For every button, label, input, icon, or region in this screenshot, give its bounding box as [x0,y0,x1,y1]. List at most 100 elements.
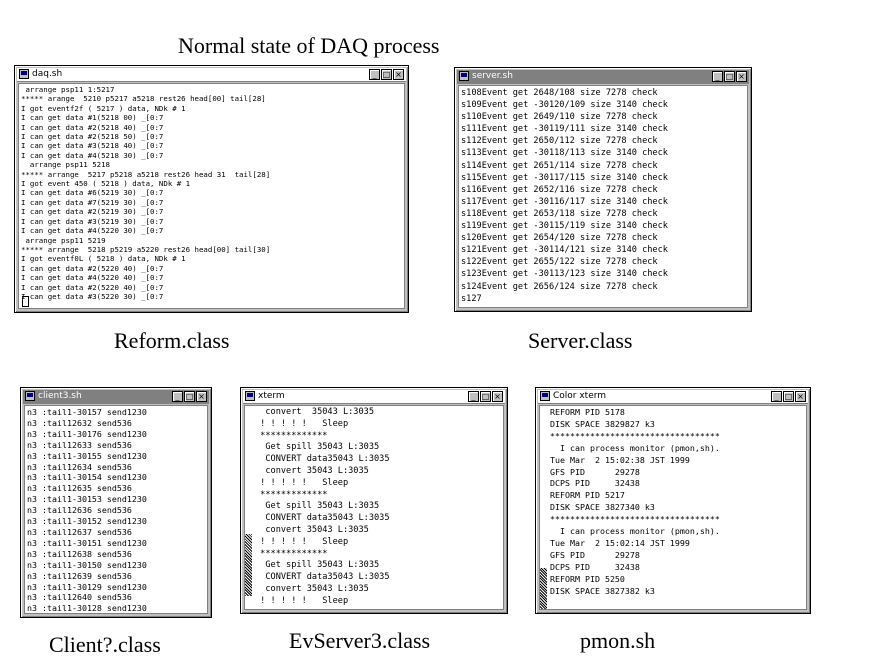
terminal-output: convert 35043 L:3035 ! ! ! ! ! Sleep ***… [245,406,503,609]
xterm-window[interactable]: xterm _ □ × convert 35043 L:3035 ! ! ! !… [240,387,508,614]
terminal-line: n3 :tail12633 send536 [27,439,132,450]
xterm-titlebar[interactable]: xterm _ □ × [243,390,505,404]
terminal-line: n3 :tail1-30155 send1230 [27,450,147,461]
server-window[interactable]: server.sh _ □ × s108Event get 2648/108 s… [454,67,752,312]
color-xterm-titlebar[interactable]: Color xterm _ □ × [538,390,808,404]
terminal-icon [19,69,29,79]
minimize-button[interactable]: _ [369,69,380,80]
caption-server: Server.class [528,328,633,353]
terminal-line: s123Event get -30113/123 size 3140 check [461,269,668,280]
terminal-line: arrange psp11 5219 [21,235,106,245]
caption-reform: Reform.class [114,328,230,353]
terminal-line: convert 35043 L:3035 [255,583,369,594]
terminal-line: ! ! ! ! ! Sleep [255,595,349,606]
maximize-button[interactable]: □ [783,391,794,402]
terminal-line: I can get data #1(5218 00) _[0:7 [21,113,164,123]
server-terminal[interactable]: s108Event get 2648/108 size 7278 check s1… [458,85,748,308]
server-titlebar[interactable]: server.sh _ □ × [457,70,749,84]
close-button[interactable]: × [736,71,747,82]
xterm-terminal[interactable]: convert 35043 L:3035 ! ! ! ! ! Sleep ***… [244,405,504,610]
terminal-line: I can get data #4(5220 40) _[0:7 [21,273,164,283]
close-button[interactable]: × [196,391,207,402]
daq-window[interactable]: daq.sh _ □ × arrange psp11 1:5217***** a… [14,65,409,313]
terminal-line: s108Event get 2648/108 size 7278 check [461,88,658,98]
terminal-line: s113Event get -30118/113 size 3140 check [461,148,668,159]
terminal-line: I got eventf0L ( 5218 ) data, NDk # 1 [21,254,186,264]
close-button[interactable]: × [795,391,806,402]
minimize-button[interactable]: _ [172,391,183,402]
window-title: server.sh [472,71,513,81]
terminal-icon [25,391,35,401]
terminal-line: I can process monitor (pmon,sh). [550,526,720,537]
terminal-line: I can process monitor (pmon,sh). [550,442,720,453]
terminal-line: convert 35043 L:3035 [255,465,369,476]
maximize-button[interactable]: □ [724,71,735,82]
maximize-button[interactable]: □ [381,69,392,80]
terminal-line: ! ! ! ! ! Sleep [255,536,349,547]
minimize-button[interactable]: _ [468,391,479,402]
terminal-line: n3 :tail12638 send536 [27,548,132,559]
window-title: daq.sh [32,69,63,79]
terminal-line: s118Event get 2653/118 size 7278 check [461,208,658,219]
terminal-line: I can get data #3(5219 30) _[0:7 [21,216,164,226]
terminal-line: convert 35043 L:3035 [255,524,369,535]
terminal-line: DCPS PID 32438 [550,478,640,489]
terminal-line: convert 35043 L:3035 [255,407,374,417]
terminal-line: ! ! ! ! ! Sleep [255,418,349,429]
terminal-line: ************* [255,430,328,441]
terminal-line: s110Event get 2649/110 size 7278 check [461,112,658,123]
scrollbar-thumb[interactable] [540,568,547,609]
terminal-line: I can get data #4(5218 30) _[0:7 [21,150,164,160]
terminal-line: DISK SPACE 3827340 k3 [550,502,655,513]
caption-evserver: EvServer3.class [289,628,431,653]
terminal-line: REFORM PID 5217 [550,490,625,501]
terminal-line: n3 :tail1-30129 send1230 [27,581,147,592]
terminal-icon [540,391,550,401]
terminal-line: s111Event get -30119/111 size 3140 check [461,124,668,135]
terminal-line: n3 :tail12635 send536 [27,483,132,494]
terminal-line: n3 :tail12640 send536 [27,592,132,603]
terminal-line: s109Event get -30120/109 size 3140 check [461,100,668,111]
page-title: Normal state of DAQ process [178,33,440,58]
terminal-line: CONVERT data35043 L:3035 [255,454,390,465]
terminal-line: ************* [255,489,328,500]
close-button[interactable]: × [393,69,404,80]
terminal-line: s121Event get -30114/121 size 3140 check [461,245,668,256]
terminal-line: n3 :tail12637 send536 [27,526,132,537]
client-titlebar[interactable]: client3.sh _ □ × [23,390,209,404]
terminal-line: n3 :tail1-30151 send1230 [27,537,147,548]
daq-terminal[interactable]: arrange psp11 1:5217***** arange 5210 p5… [18,83,405,309]
scrollbar[interactable] [540,406,547,609]
close-button[interactable]: × [492,391,503,402]
terminal-line: n3 :tail1-30152 send1230 [27,516,147,527]
terminal-line: s114Event get 2651/114 size 7278 check [461,160,658,171]
maximize-button[interactable]: □ [480,391,491,402]
terminal-line: n3 :tail12639 send536 [27,570,132,581]
terminal-line: Tue Mar 2 15:02:14 JST 1999 [550,537,690,548]
terminal-line: CONVERT data35043 L:3035 [255,572,390,583]
daq-titlebar[interactable]: daq.sh _ □ × [17,68,406,82]
terminal-line: ***** arrange 5218 p5219 a5220 rest26 he… [21,244,271,254]
terminal-line: ********************************** [550,430,720,441]
maximize-button[interactable]: □ [184,391,195,402]
terminal-line: REFORM PID 5250 [550,573,625,584]
window-title: xterm [258,391,285,401]
terminal-line: s117Event get -30116/117 size 3140 check [461,196,668,207]
terminal-line: n3 :tail12632 send536 [27,417,132,428]
scrollbar[interactable] [245,406,252,609]
client-window[interactable]: client3.sh _ □ × n3 :tail1-30157 send123… [20,387,212,618]
terminal-line: I can get data #2(5220 40) _[0:7 [21,263,164,273]
terminal-line: s124Event get 2656/124 size 7278 check [461,281,658,292]
minimize-button[interactable]: _ [712,71,723,82]
terminal-line: Tue Mar 2 15:02:38 JST 1999 [550,454,690,465]
minimize-button[interactable]: _ [771,391,782,402]
scrollbar-thumb[interactable] [245,534,252,596]
terminal-line: I got event 450 ( 5218 ) data, NDk # 1 [21,179,191,189]
window-title: Color xterm [553,391,607,401]
terminal-line: n3 :tail1-30154 send1230 [27,472,147,483]
terminal-line: I got eventf2f ( 5217 ) data, NDk # 1 [21,103,186,113]
